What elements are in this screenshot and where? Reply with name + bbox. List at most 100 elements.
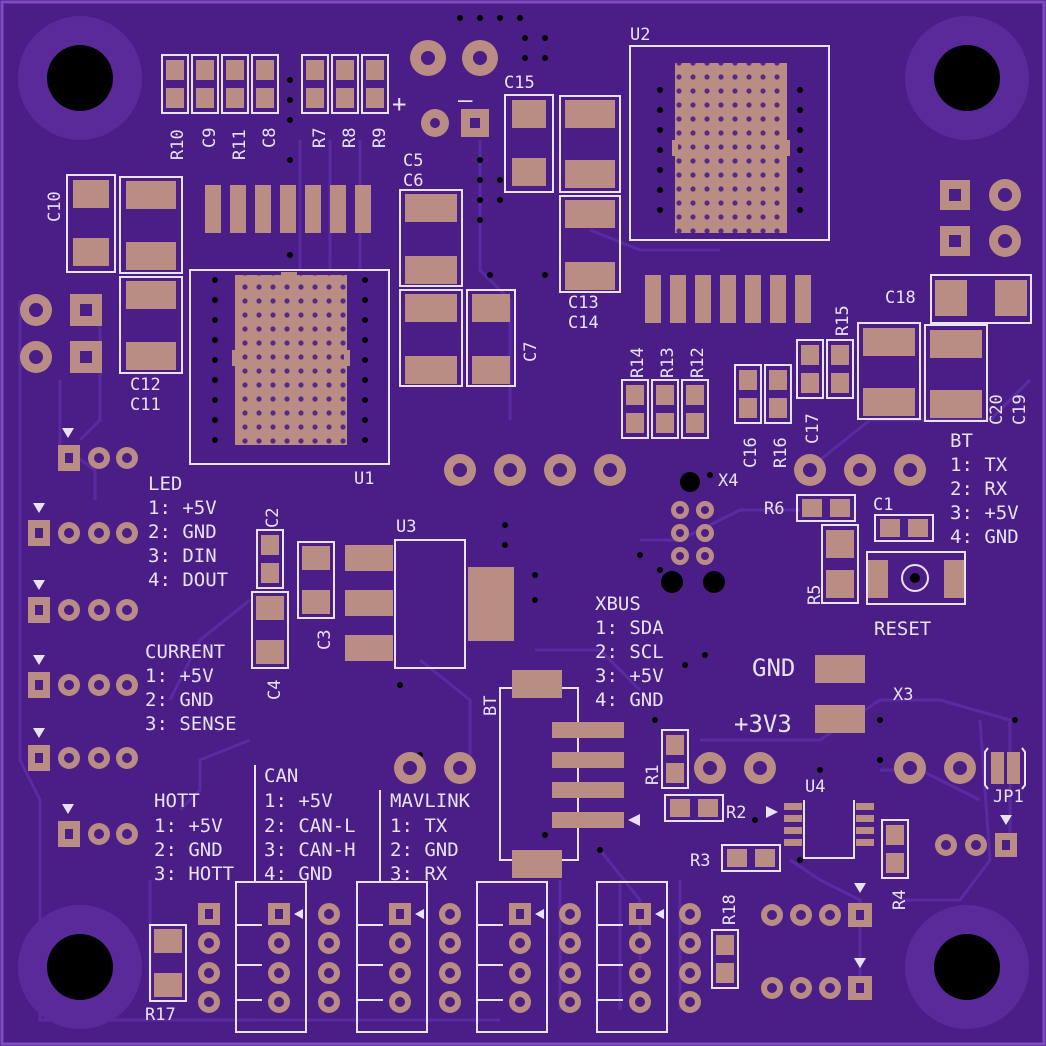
mavlink-pin3: 3: RX	[390, 863, 448, 885]
connector-block-4	[559, 881, 701, 1033]
mounting-hole-icon	[905, 905, 1029, 1029]
ffc-pads-right	[645, 275, 811, 323]
bottom-connectors	[198, 881, 701, 1033]
power-test-pads: GND +3V3	[734, 654, 865, 738]
label-u1: U1	[354, 469, 374, 489]
cap-c10	[66, 174, 183, 374]
mavlink-pinout: MAVLINK 1: TX 2: GND 3: RX	[390, 790, 471, 885]
u2-module	[629, 45, 830, 241]
label-c19: C19	[1010, 394, 1030, 425]
hott-pinout: HOTT 1: +5V 2: GND 3: HOTT	[154, 790, 234, 885]
cap-c18	[930, 274, 1032, 324]
header-row5	[28, 728, 138, 771]
label-c10: C10	[45, 191, 65, 222]
label-c3: C3	[315, 630, 335, 650]
hott-pin2: 2: GND	[154, 839, 223, 861]
label-u2: U2	[630, 25, 650, 45]
label-c4: C4	[265, 680, 285, 700]
th-pads-u4	[394, 752, 976, 784]
label-c7: C7	[521, 342, 541, 362]
header-current	[58, 428, 138, 471]
xbus-pin4: 4: GND	[595, 689, 664, 711]
x4-connector	[661, 472, 725, 593]
label-c5: C5	[403, 151, 423, 171]
label-c13: C13	[568, 293, 599, 313]
label-r15: R15	[833, 305, 853, 336]
led-pin3: 3: DIN	[148, 545, 217, 567]
pin-one-marker-icon	[415, 909, 424, 919]
label-r4: R4	[890, 890, 910, 910]
top-passive-row	[161, 54, 389, 114]
can-pin2: 2: CAN-L	[264, 815, 356, 837]
current-pinout: CURRENT 1: +5V 2: GND 3: SENSE	[145, 641, 237, 735]
mounting-hole-icon	[18, 16, 142, 140]
pin-one-marker-icon	[854, 958, 866, 968]
label-c17: C17	[803, 413, 823, 444]
c5-electrolytic	[410, 40, 498, 137]
header-hott	[58, 804, 138, 847]
pin-one-marker-icon	[535, 909, 544, 919]
mavlink-title: MAVLINK	[390, 790, 471, 812]
label-r1: R1	[643, 765, 663, 785]
label-r12: R12	[688, 347, 708, 378]
pin-one-marker-icon	[766, 806, 778, 818]
label-r3: R3	[690, 851, 710, 871]
pin-one-marker-icon	[294, 909, 303, 919]
current-pin1: 1: +5V	[145, 665, 214, 687]
copper-traces	[18, 140, 1032, 1022]
label-r5: R5	[805, 585, 825, 605]
pin-one-marker-icon	[33, 580, 45, 590]
connector-block-2	[318, 881, 428, 1033]
can-title: CAN	[264, 765, 298, 787]
label-r14: R14	[628, 347, 648, 378]
vias	[212, 15, 1018, 863]
jp1-jumper	[984, 747, 1026, 790]
mavlink-pin2: 2: GND	[390, 839, 459, 861]
label-c2: C2	[263, 508, 283, 528]
label-x3: X3	[893, 685, 913, 705]
power-header-left	[20, 294, 102, 373]
bt-pin3: 3: +5V	[950, 502, 1019, 524]
bt-pinout: BT 1: TX 2: RX 3: +5V 4: GND	[950, 430, 1019, 548]
label-x4: X4	[718, 471, 738, 491]
xbus-pin2: 2: SCL	[595, 641, 664, 663]
xbus-pin3: 3: +5V	[595, 665, 664, 687]
small-passives-right	[621, 339, 854, 439]
led-pin2: 2: GND	[148, 521, 217, 543]
led-pin1: 1: +5V	[148, 497, 217, 519]
mounting-hole-icon	[18, 905, 142, 1029]
label-c14: C14	[568, 313, 599, 333]
pin-one-marker-icon	[33, 728, 45, 738]
label-r6: R6	[764, 499, 784, 519]
left-headers	[28, 428, 138, 847]
header-led	[28, 503, 138, 546]
caps-c2-c3-c4	[251, 529, 335, 669]
bottom-right-headers	[761, 883, 872, 1000]
can-pin3: 3: CAN-H	[264, 839, 356, 861]
label-c1: C1	[873, 495, 893, 515]
label-c15: C15	[504, 73, 535, 93]
connector-block-1	[198, 881, 307, 1033]
pin-one-marker-icon	[1000, 815, 1012, 825]
caps-c6-c7	[399, 189, 516, 387]
pin-one-marker-icon	[655, 909, 664, 919]
plus-icon: +	[392, 90, 406, 118]
led-title: LED	[148, 473, 182, 495]
resistors-r17-r18	[149, 924, 739, 1002]
cap-c15	[504, 94, 621, 293]
resistors-r1-r4	[661, 729, 909, 879]
pin-one-marker-icon	[33, 503, 45, 513]
hott-title: HOTT	[154, 790, 200, 812]
header-row4	[28, 655, 138, 698]
bt-pin4: 4: GND	[950, 526, 1019, 548]
mavlink-pin1: 1: TX	[390, 815, 448, 837]
label-c16: C16	[741, 437, 761, 468]
pin-one-marker-icon	[628, 814, 640, 826]
can-pinout: CAN 1: +5V 2: CAN-L 3: CAN-H 4: GND	[264, 765, 356, 885]
connector-block-3	[439, 881, 548, 1033]
u1-module	[189, 269, 390, 465]
reset-button-icon[interactable]	[901, 564, 929, 592]
th-pads-row-middle	[444, 454, 926, 486]
